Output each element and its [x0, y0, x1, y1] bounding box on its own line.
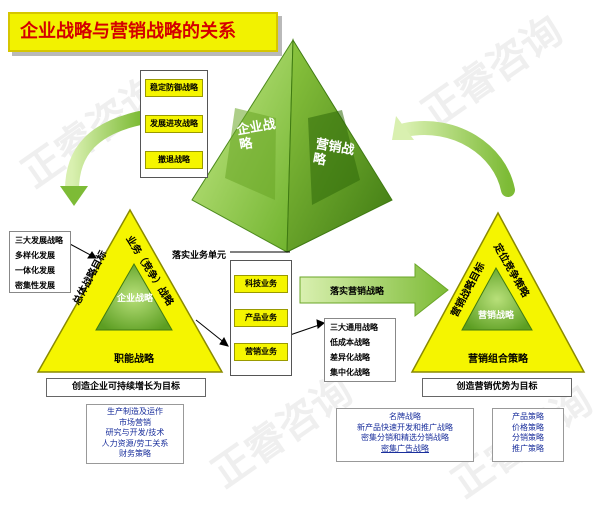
- list-item: 财务策略: [119, 449, 151, 458]
- right-triangle-bottom-label: 营销组合策略: [468, 354, 528, 365]
- marketing-arrow-label: 落实营销战略: [330, 287, 385, 297]
- list-item: 密集性发展: [15, 281, 55, 290]
- business-unit-item: 产品业务: [234, 309, 288, 327]
- list-item: 人力资源/劳工关系: [101, 438, 169, 448]
- list-item: 新产品快速开发和推广战略: [357, 422, 453, 432]
- central-pyramid: [191, 38, 393, 253]
- left-triangle: [36, 208, 224, 373]
- page-title: 企业战略与营销战略的关系: [8, 12, 278, 52]
- list-item: 价格策略: [512, 422, 544, 432]
- business-units-header: 落实业务单元: [172, 251, 227, 261]
- strategy-item: 稳定防御战略: [145, 79, 203, 97]
- list-item: 密集广告战略: [381, 443, 429, 453]
- curved-arrow-right: [392, 116, 515, 197]
- list-item: 三大通用战略: [330, 323, 378, 332]
- left-goal-box: 创造企业可持续增长为目标: [46, 378, 206, 397]
- list-item: 推广策略: [512, 443, 544, 453]
- diagram-shapes: [36, 38, 586, 373]
- development-strategy-list: 三大发展战略 多样化发展 一体化发展 密集性发展: [9, 231, 71, 293]
- brand-strategy-list: 名牌战略 新产品快速开发和推广战略 密集分销和精选分销战略 密集广告战略: [336, 408, 474, 462]
- list-item: 名牌战略: [389, 412, 421, 421]
- list-item: 密集分销和精选分销战略: [361, 433, 449, 442]
- generic-strategies-list: 三大通用战略 低成本战略 差异化战略 集中化战略: [324, 318, 396, 382]
- connector-lines: [69, 243, 325, 347]
- functional-strategy-list: 生产制造及运作 市场营销 研究与开发/技术 人力资源/劳工关系 财务策略: [86, 404, 184, 464]
- list-item: 一体化发展: [15, 266, 55, 275]
- marketing-mix-list: 产品策略 价格策略 分销策略 推广策略: [492, 408, 564, 462]
- list-item: 生产制造及运作: [107, 407, 163, 416]
- left-triangle-bottom-label: 职能战略: [114, 354, 154, 365]
- list-item: 多样化发展: [15, 251, 55, 260]
- right-triangle-center-label: 营销战略: [477, 311, 514, 321]
- right-goal-box: 创造营销优势为目标: [422, 378, 572, 397]
- list-item: 研究与开发/技术: [105, 428, 165, 437]
- list-item: 集中化战略: [330, 368, 370, 377]
- curved-arrow-left: [60, 111, 147, 206]
- strategy-item: 发展进攻战略: [145, 115, 203, 133]
- list-item: 三大发展战略: [15, 236, 63, 245]
- list-item: 市场营销: [119, 417, 151, 427]
- strategy-item: 撤退战略: [145, 151, 203, 169]
- list-item: 低成本战略: [330, 338, 370, 347]
- business-unit-item: 营销业务: [234, 343, 288, 361]
- defense-strategy-box: 稳定防御战略 发展进攻战略 撤退战略: [140, 70, 208, 178]
- business-unit-item: 科技业务: [234, 275, 288, 293]
- left-triangle-center-label: 企业战略: [116, 294, 153, 304]
- marketing-arrow: [299, 262, 449, 318]
- business-units-box: 科技业务 产品业务 营销业务: [230, 260, 292, 376]
- list-item: 差异化战略: [330, 353, 370, 362]
- list-item: 分销策略: [512, 433, 544, 442]
- list-item: 产品策略: [512, 412, 544, 421]
- right-triangle: [410, 211, 586, 373]
